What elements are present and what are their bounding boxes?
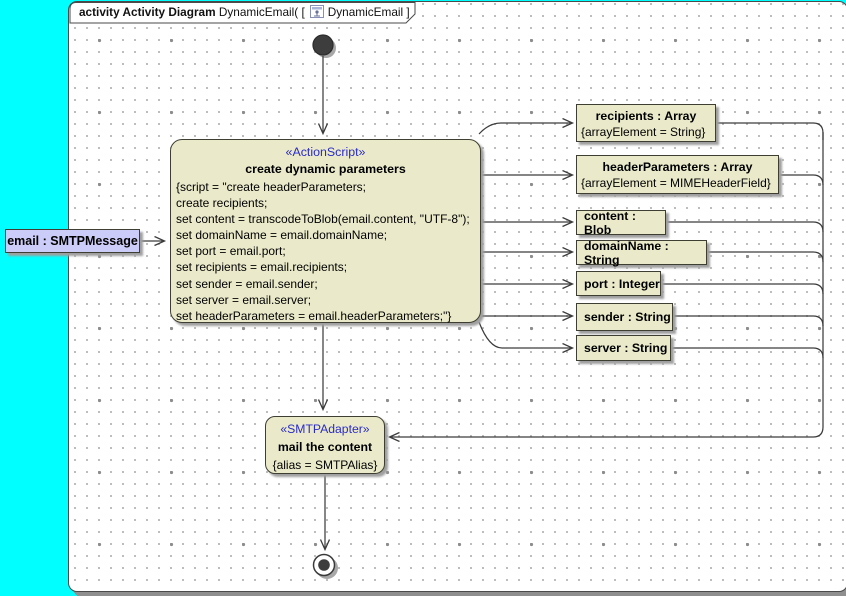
object-name: recipients : Array (595, 109, 697, 123)
frame-diagram-name: DynamicEmail( [ (218, 5, 305, 19)
object-name: sender : String (584, 310, 671, 324)
object-constraint: {arrayElement = String} (581, 125, 706, 139)
script-line: set content = transcodeToBlob(email.cont… (176, 212, 470, 227)
frame-header[interactable]: activity Activity Diagram DynamicEmail( … (79, 5, 410, 20)
script-line: set domainName = email.domainName; (176, 228, 388, 243)
script-line: create recipients; (176, 196, 268, 211)
object-name: headerParameters : Array (602, 160, 753, 174)
script-line: set server = email.server; (176, 292, 312, 307)
script-line: set headerParameters = email.headerParam… (176, 308, 452, 323)
action-constraint: {alias = SMTPAlias} (272, 458, 378, 472)
object-node-headerparameters[interactable]: headerParameters : Array {arrayElement =… (576, 155, 779, 194)
object-node-recipients[interactable]: recipients : Array {arrayElement = Strin… (576, 104, 716, 142)
action-create-dynamic-parameters[interactable]: «ActionScript» create dynamic parameters… (170, 139, 481, 323)
input-pin-email[interactable]: email : SMTPMessage (5, 229, 140, 253)
action-stereotype: «SMTPAdapter» (280, 422, 370, 436)
input-pin-label: email : SMTPMessage (7, 234, 138, 248)
script-line: {script = "create headerParameters; (176, 180, 367, 194)
object-name: content : Blob (584, 208, 636, 237)
object-name: domainName : String (584, 238, 669, 267)
object-name: server : String (584, 341, 668, 355)
object-node-sender[interactable]: sender : String (576, 303, 673, 331)
action-stereotype: «ActionScript» (285, 145, 366, 159)
action-mail-the-content[interactable]: «SMTPAdapter» mail the content {alias = … (265, 416, 385, 474)
object-node-port[interactable]: port : Integer (576, 271, 661, 296)
object-node-domainname[interactable]: domainName : String (576, 238, 707, 267)
script-line: set recipients = email.recipients; (176, 260, 348, 275)
action-name: mail the content (277, 440, 373, 454)
object-node-content[interactable]: content : Blob (576, 208, 666, 237)
frame-kind-label: activity Activity Diagram (79, 5, 216, 19)
script-line: set sender = email.sender; (176, 276, 318, 291)
activity-diagram-icon (309, 5, 324, 22)
script-line: set port = email.port; (176, 244, 286, 259)
object-name: port : Integer (584, 276, 660, 291)
action-name: create dynamic parameters (245, 162, 406, 176)
object-node-server[interactable]: server : String (576, 335, 671, 361)
object-constraint: {arrayElement = MIMEHeaderField} (581, 176, 771, 190)
action-script: {script = "create headerParameters; crea… (171, 178, 480, 324)
frame-context-name: DynamicEmail ] (327, 5, 410, 19)
